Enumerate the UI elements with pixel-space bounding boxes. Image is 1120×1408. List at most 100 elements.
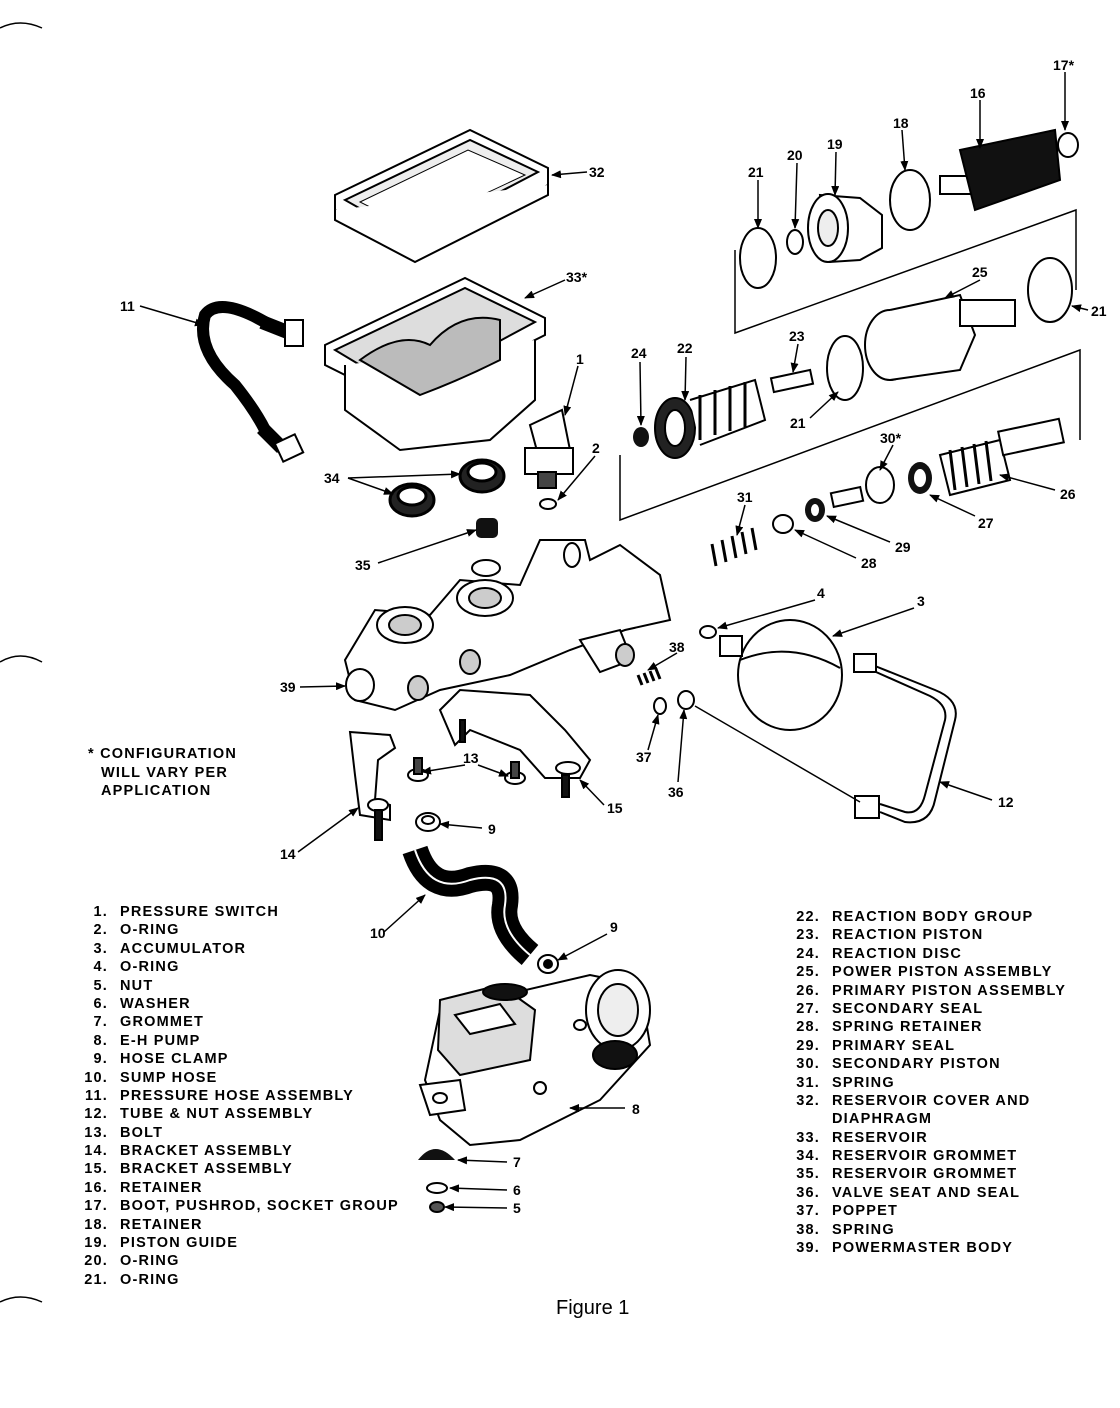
legend-item-number: 29. xyxy=(796,1037,820,1054)
callout-25: 25 xyxy=(972,264,988,280)
legend-item-label: SPRING xyxy=(832,1221,895,1238)
legend-item: 2.O-RING xyxy=(80,921,399,939)
legend-item: 36.VALVE SEAT AND SEAL xyxy=(782,1184,1066,1202)
legend-item-number: 39. xyxy=(796,1240,820,1257)
legend-item-number: 1. xyxy=(93,904,108,920)
legend-item: 3.ACCUMULATOR xyxy=(80,940,399,958)
legend-item-number: 13. xyxy=(84,1124,108,1141)
legend-item-label: RETAINER xyxy=(120,1179,203,1196)
note-line: WILL VARY PER xyxy=(101,764,229,781)
legend-item-label: PRESSURE SWITCH xyxy=(120,904,279,920)
legend-item-number: 20. xyxy=(84,1253,108,1270)
tube-nut-part xyxy=(853,653,957,824)
legend-item-label: SPRING xyxy=(832,1074,895,1091)
accumulator-part xyxy=(719,619,843,731)
legend-item-number: 3. xyxy=(93,940,108,957)
reaction-body-22 xyxy=(654,378,767,459)
legend-item: 28.SPRING RETAINER xyxy=(782,1018,1066,1036)
legend-item: 14.BRACKET ASSEMBLY xyxy=(80,1142,399,1160)
callout-17: 17* xyxy=(1053,57,1075,73)
legend-item-number: 31. xyxy=(796,1074,820,1091)
callout-27: 27 xyxy=(978,515,994,531)
legend-item: 7.GROMMET xyxy=(80,1013,399,1031)
legend-item-label: PRIMARY SEAL xyxy=(832,1037,956,1054)
callout-5: 5 xyxy=(513,1200,521,1216)
callout-6: 6 xyxy=(513,1182,521,1198)
valve-seat-36 xyxy=(677,690,695,710)
callout-39: 39 xyxy=(280,679,296,695)
legend-item: 11.PRESSURE HOSE ASSEMBLY xyxy=(80,1087,399,1105)
retainer-18 xyxy=(889,169,931,231)
reservoir-grommets-34 xyxy=(388,458,506,518)
legend-item: 18. RETAINER xyxy=(80,1216,399,1234)
upper-assembly-frame xyxy=(619,208,1081,522)
legend-item: 6.WASHER xyxy=(80,995,399,1013)
callout-14: 14 xyxy=(280,846,296,862)
callout-26: 26 xyxy=(1060,486,1076,502)
legend-item-number: 2. xyxy=(93,922,108,939)
legend-item-label: SECONDARY SEAL xyxy=(832,1000,984,1017)
legend-item-label: RETAINER xyxy=(120,1216,203,1233)
legend-item-number: 23. xyxy=(796,927,820,944)
callout-20: 20 xyxy=(787,147,803,163)
reaction-disc-24 xyxy=(633,427,649,447)
legend-item: 29. PRIMARY SEAL xyxy=(782,1037,1066,1055)
legend-item-number: 38. xyxy=(796,1221,820,1238)
callout-32: 32 xyxy=(589,164,605,180)
o-ring-20 xyxy=(786,229,804,255)
legend-item-label: REACTION PISTON xyxy=(832,927,984,944)
legend-item: 22.REACTION BODY GROUP xyxy=(782,908,1066,926)
legend-item-number: 5. xyxy=(93,977,108,994)
legend-item-number: 36. xyxy=(796,1184,820,1201)
piston-guide-19 xyxy=(807,193,883,264)
callout-31: 31 xyxy=(737,489,753,505)
legend-item-number: 12. xyxy=(84,1106,108,1123)
callout-1: 1 xyxy=(576,351,584,367)
o-ring-21a xyxy=(739,227,777,289)
callout-21-mid: 21 xyxy=(790,415,806,431)
legend-item-number: 21. xyxy=(84,1271,108,1288)
callout-24: 24 xyxy=(631,345,647,361)
legend-item-number: 8. xyxy=(93,1032,108,1049)
legend-item-number: 19. xyxy=(84,1235,108,1252)
legend-item: 35.RESERVOIR GROMMET xyxy=(782,1165,1066,1183)
callout-22: 22 xyxy=(677,340,693,356)
legend-item-label: O-RING xyxy=(120,1253,180,1270)
legend-item: 27.SECONDARY SEAL xyxy=(782,1000,1066,1018)
callout-numbers: 17* 16 18 19 20 21 32 33* 11 25 21 24 22… xyxy=(120,57,1107,1216)
legend-item-number: 18. xyxy=(84,1216,108,1233)
note-line: APPLICATION xyxy=(101,783,212,799)
legend-item-number: 10. xyxy=(84,1069,108,1086)
powermaster-body-part xyxy=(343,539,672,712)
legend-item-number: 17. xyxy=(84,1198,108,1215)
nut-5 xyxy=(429,1201,445,1213)
hose-clamp-9b xyxy=(537,954,559,974)
sump-hose-part xyxy=(402,845,539,965)
callout-21-top: 21 xyxy=(748,164,764,180)
legend-item-number: 16. xyxy=(84,1179,108,1196)
legend-item: 37.POPPET xyxy=(782,1202,1066,1220)
legend-item-label: BRACKET ASSEMBLY xyxy=(120,1161,293,1178)
pressure-hose-part xyxy=(197,301,305,464)
legend-item-label: O-RING xyxy=(120,1271,180,1288)
callout-8: 8 xyxy=(632,1101,640,1117)
legend-item-label: RESERVOIR GROMMET xyxy=(832,1166,1018,1183)
legend-item: 33.RESERVOIR xyxy=(782,1129,1066,1147)
legend-item-label: E-H PUMP xyxy=(120,1032,201,1049)
legend-item-label: DIAPHRAGM xyxy=(832,1111,933,1128)
o-ring-4 xyxy=(699,625,717,639)
spring-31 xyxy=(710,527,758,567)
spring-retainer-28 xyxy=(772,514,794,534)
o-ring-21c xyxy=(826,335,864,401)
legend-item-label: POPPET xyxy=(832,1203,899,1220)
legend-item-number: 33. xyxy=(796,1129,820,1146)
legend-item-number: 6. xyxy=(93,995,108,1012)
legend-item: 10.SUMP HOSE xyxy=(80,1069,399,1087)
legend-item-label: POWER PISTON ASSEMBLY xyxy=(832,964,1053,981)
legend-item-number: 11. xyxy=(85,1087,108,1104)
legend-item-number: 34. xyxy=(796,1148,820,1165)
callout-35: 35 xyxy=(355,557,371,573)
bracket-14-part xyxy=(348,730,397,841)
